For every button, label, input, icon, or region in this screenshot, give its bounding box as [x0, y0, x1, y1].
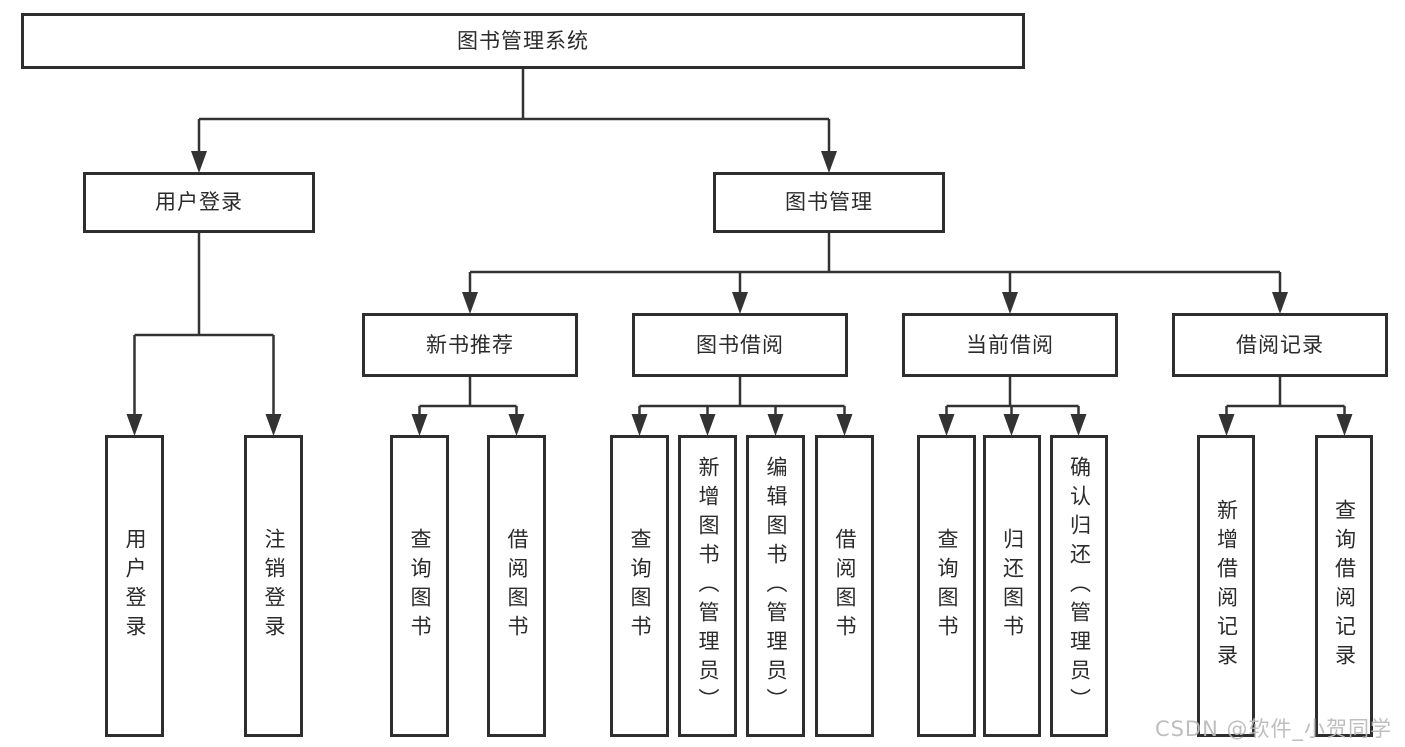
node-borrowing-records: 借阅记录 [1172, 313, 1388, 377]
node-root-system: 图书管理系统 [21, 13, 1025, 69]
connector-book-borrow-to-leaves [631, 377, 853, 436]
arrowhead-icon [1272, 292, 1288, 314]
arrowhead-icon [836, 414, 853, 436]
arrowhead-icon [126, 414, 143, 436]
leaf-nbr-borrow-books: 借阅图书 [487, 435, 546, 737]
csdn-watermark: CSDN @软件_小贺同学 [1154, 717, 1392, 741]
leaf-cb-confirm-return-admin: 确认归还（管理员） [1050, 435, 1108, 737]
arrowhead-icon [631, 414, 648, 436]
leaf-bb-add-books-admin: 新增图书（管理员） [678, 435, 737, 737]
connector-borrow-record-to-leaves [1218, 377, 1353, 436]
arrowhead-icon [732, 292, 748, 314]
arrowhead-icon [508, 414, 525, 436]
arrowhead-icon [191, 151, 207, 173]
connector-root-to-level1 [191, 68, 837, 173]
connector-book-mgmt-to-level2 [462, 233, 1288, 314]
connector-new-book-rec-to-leaves [411, 377, 525, 436]
node-book-management: 图书管理 [713, 172, 945, 233]
leaf-cb-return-books: 归还图书 [983, 435, 1041, 737]
connector-current-borrow-to-leaves [938, 377, 1087, 436]
leaf-cb-query-books: 查询图书 [917, 435, 976, 737]
arrowhead-icon [1336, 414, 1353, 436]
arrowhead-icon [938, 414, 955, 436]
leaf-bb-query-books: 查询图书 [610, 435, 669, 737]
node-current-borrowing: 当前借阅 [902, 313, 1118, 377]
arrowhead-icon [821, 151, 837, 173]
leaf-bb-edit-books-admin: 编辑图书（管理员） [746, 435, 805, 737]
leaf-br-query-record: 查询借阅记录 [1315, 435, 1373, 737]
connector-user-login-to-leaves [126, 233, 282, 436]
leaf-br-add-record: 新增借阅记录 [1197, 435, 1255, 737]
arrowhead-icon [767, 414, 784, 436]
node-new-book-recommend: 新书推荐 [362, 313, 578, 377]
arrowhead-icon [265, 414, 282, 436]
leaf-bb-borrow-books: 借阅图书 [815, 435, 874, 737]
arrowhead-icon [1218, 414, 1235, 436]
arrowhead-icon [1003, 414, 1020, 436]
arrowhead-icon [1002, 292, 1018, 314]
arrowhead-icon [462, 292, 478, 314]
node-user-login: 用户登录 [83, 172, 315, 233]
leaf-logout: 注销登录 [244, 435, 303, 737]
leaf-user-login: 用户登录 [105, 435, 164, 737]
arrowhead-icon [699, 414, 716, 436]
leaf-nbr-query-books: 查询图书 [390, 435, 449, 737]
arrowhead-icon [411, 414, 428, 436]
arrowhead-icon [1070, 414, 1087, 436]
node-book-borrowing: 图书借阅 [632, 313, 848, 377]
